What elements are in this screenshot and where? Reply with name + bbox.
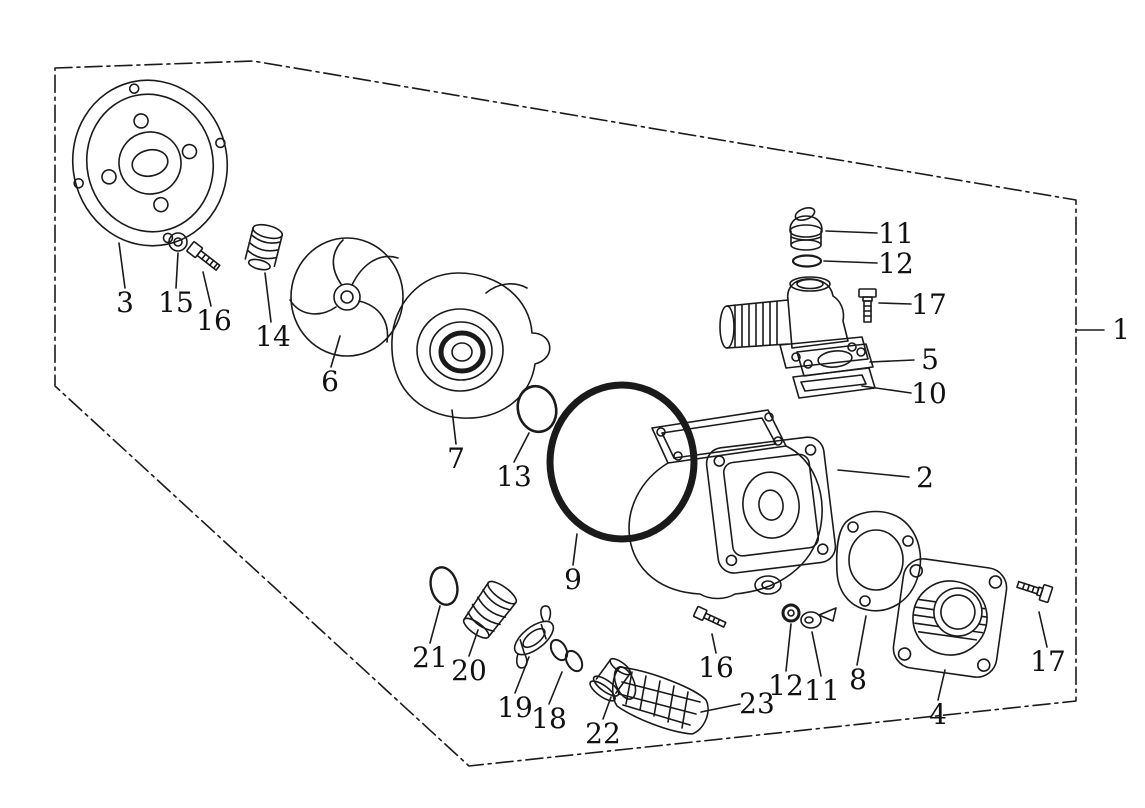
part-3-cover-plate xyxy=(71,79,229,247)
callout-part-9: 9 xyxy=(564,563,582,596)
callout-part-15: 15 xyxy=(158,286,194,319)
callout-part-20: 20 xyxy=(451,654,487,687)
callout-part-12-lower: 12 xyxy=(768,669,804,702)
part-17-bolt-lower xyxy=(1016,580,1054,604)
part-7-volute-casing xyxy=(391,272,551,419)
part-19-clamp-nut xyxy=(513,605,555,669)
callout-part-11-upper: 11 xyxy=(878,217,914,250)
part-8-gasket xyxy=(835,510,922,612)
callout-part-12-upper: 12 xyxy=(878,247,914,280)
callout-part-11-lower: 11 xyxy=(804,674,840,707)
part-12-o-ring-lower xyxy=(781,603,801,623)
part-9-o-ring xyxy=(546,381,698,543)
part-18-o-rings xyxy=(549,638,584,673)
part-4-port-cover xyxy=(892,558,1008,678)
part-17-bolt-upper xyxy=(858,288,877,323)
pump-outlet-elbow xyxy=(719,276,869,369)
callout-part-14: 14 xyxy=(255,320,291,353)
part-5-outlet-flange xyxy=(796,343,874,377)
part-2-pump-body xyxy=(628,409,837,600)
callout-part-8: 8 xyxy=(849,663,867,696)
part-11-plug-lower xyxy=(800,607,837,629)
leader-lines xyxy=(118,230,1048,720)
callout-part-13: 13 xyxy=(496,460,532,493)
callout-part-19: 19 xyxy=(497,691,533,724)
callout-part-17-lower: 17 xyxy=(1030,645,1066,678)
callout-part-6: 6 xyxy=(321,365,339,398)
part-10-gasket xyxy=(792,367,876,399)
callout-part-5: 5 xyxy=(921,343,939,376)
part-16-bolt-lower xyxy=(692,605,727,628)
callout-part-1: 1 xyxy=(1112,313,1130,346)
callout-part-7: 7 xyxy=(447,442,465,475)
part-15-washer xyxy=(168,232,188,252)
callout-part-16-upper: 16 xyxy=(196,304,232,337)
part-6-impeller xyxy=(289,237,404,357)
callout-part-23: 23 xyxy=(739,687,775,720)
callout-part-3: 3 xyxy=(116,286,134,319)
callout-part-2: 2 xyxy=(916,461,934,494)
callout-part-16-lower: 16 xyxy=(698,651,734,684)
part-16-bolt-upper xyxy=(186,241,221,271)
part-21-o-ring xyxy=(429,566,459,606)
part-14-threaded-adapter xyxy=(244,223,284,271)
part-12-o-ring-upper xyxy=(791,254,823,268)
callout-part-18: 18 xyxy=(531,702,567,735)
part-23-strainer xyxy=(611,666,709,735)
part-13-o-ring xyxy=(516,384,558,434)
part-11-cap-upper xyxy=(789,207,823,251)
diagram-boundary xyxy=(54,60,1077,767)
callout-part-22: 22 xyxy=(585,717,621,750)
callout-part-21: 21 xyxy=(412,641,448,674)
callout-part-17-upper: 17 xyxy=(911,288,947,321)
part-20-hose-barb xyxy=(462,580,518,639)
callout-part-4: 4 xyxy=(929,698,947,731)
callout-part-10: 10 xyxy=(911,377,947,410)
